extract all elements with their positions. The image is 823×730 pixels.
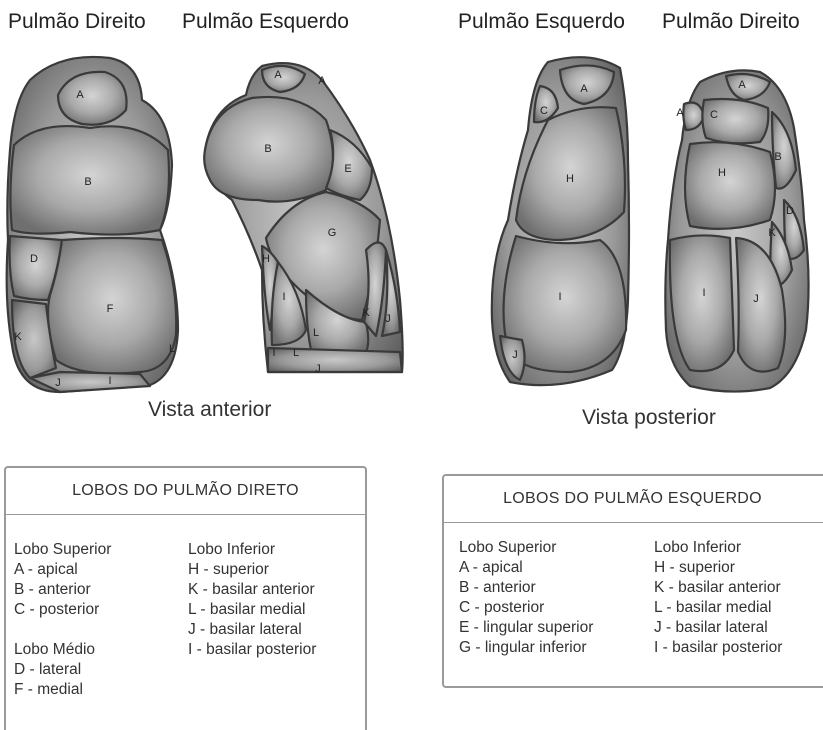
title-left-lung-anterior: Pulmão Esquerdo xyxy=(182,10,349,33)
legend-item: H - superior xyxy=(188,561,269,578)
segment-label-ant-left: A xyxy=(274,69,282,81)
segment-label-post-right: A xyxy=(738,79,746,91)
anterior-right-lung xyxy=(5,55,180,394)
legend-item: F - medial xyxy=(14,681,83,698)
title-right-lung-posterior: Pulmão Direito xyxy=(662,10,800,33)
segment-label-ant-left: B xyxy=(264,143,271,155)
segment-label-post-left: H xyxy=(566,173,574,185)
segment-label-ant-right: D xyxy=(30,253,38,265)
segment-label-ant-right: L xyxy=(169,343,175,355)
legend-item: J - basilar lateral xyxy=(188,621,302,638)
segment-label-ant-left: K xyxy=(362,307,370,319)
segment-label-post-right: J xyxy=(753,293,759,305)
right-lung-lower-lobe: Lobo Inferior H - superior K - basilar a… xyxy=(188,540,316,660)
segment-label-post-right: B xyxy=(774,151,781,163)
segment-label-post-right: I xyxy=(702,287,705,299)
segment-label-ant-left: J xyxy=(315,363,321,375)
legend-heading: Lobo Médio xyxy=(14,641,96,658)
title-right-lung-anterior: Pulmão Direito xyxy=(8,10,146,33)
legend-item: H - superior xyxy=(654,559,735,576)
segment-label-ant-left: E xyxy=(344,163,351,175)
segment-label-post-right: D xyxy=(786,205,794,217)
legend-item: A - apical xyxy=(459,559,523,576)
legend-item: C - posterior xyxy=(459,599,545,616)
segment-label-ant-left: L xyxy=(293,347,299,359)
legend-heading: Lobo Superior xyxy=(14,541,112,558)
legend-item: D - lateral xyxy=(14,661,82,678)
legend-item: L - basilar medial xyxy=(654,599,772,616)
left-lung-lower-lobe: Lobo Inferior H - superior K - basilar a… xyxy=(654,538,782,658)
legend-heading: Lobo Inferior xyxy=(654,539,742,556)
segment-label-ant-left: A xyxy=(318,75,326,87)
legend-item: E - lingular superior xyxy=(459,619,594,636)
segment-label-post-left: I xyxy=(558,291,561,303)
legend-item: B - anterior xyxy=(14,581,91,598)
segment-label-ant-right: A xyxy=(76,89,84,101)
right-lung-legend-header: LOBOS DO PULMÃO DIRETO xyxy=(6,468,365,515)
anterior-left-lung xyxy=(203,62,404,374)
posterior-left-lung xyxy=(490,56,631,387)
caption-anterior-view: Vista anterior xyxy=(148,398,272,421)
title-left-lung-posterior: Pulmão Esquerdo xyxy=(458,10,625,33)
right-lung-upper-middle-lobes: Lobo Superior A - apical B - anterior C … xyxy=(14,540,111,700)
segment-label-post-right: H xyxy=(718,167,726,179)
segment-label-ant-right: K xyxy=(14,331,22,343)
legend-item: I - basilar posterior xyxy=(188,641,317,658)
legend-item: I - basilar posterior xyxy=(654,639,783,656)
segment-label-ant-left: I xyxy=(272,347,275,359)
segment-label-ant-right: B xyxy=(84,176,91,188)
legend-heading: Lobo Inferior xyxy=(188,541,276,558)
legend-item: L - basilar medial xyxy=(188,601,306,618)
legend-item: G - lingular inferior xyxy=(459,639,587,656)
legend-item: K - basilar anterior xyxy=(654,579,781,596)
legend-item: C - posterior xyxy=(14,601,100,618)
segment-label-post-right: C xyxy=(710,109,718,121)
segment-label-ant-left: I xyxy=(282,291,285,303)
legend-heading: Lobo Superior xyxy=(459,539,557,556)
segment-label-post-left: A xyxy=(580,83,588,95)
segment-label-ant-left: J xyxy=(385,313,391,325)
segment-label-ant-left: L xyxy=(313,327,319,339)
segment-label-ant-right: F xyxy=(107,303,114,315)
left-lung-legend: LOBOS DO PULMÃO ESQUERDO Lobo Superior A… xyxy=(442,474,823,688)
segment-label-ant-right: J xyxy=(55,377,61,389)
segment-label-post-right: A xyxy=(676,107,684,119)
left-lung-legend-header: LOBOS DO PULMÃO ESQUERDO xyxy=(444,476,823,523)
legend-item: B - anterior xyxy=(459,579,536,596)
segment-label-ant-left: H xyxy=(262,253,270,265)
segment-label-post-left: J xyxy=(512,349,518,361)
left-lung-upper-lobe: Lobo Superior A - apical B - anterior C … xyxy=(459,538,593,658)
segment-label-post-right: K xyxy=(768,227,776,239)
segment-label-ant-left: G xyxy=(328,227,337,239)
posterior-right-lung xyxy=(664,69,810,393)
segment-label-ant-right: I xyxy=(108,375,111,387)
right-lung-legend: LOBOS DO PULMÃO DIRETO Lobo Superior A -… xyxy=(4,466,367,730)
legend-item: A - apical xyxy=(14,561,78,578)
legend-item: K - basilar anterior xyxy=(188,581,315,598)
segment-label-post-left: C xyxy=(540,105,548,117)
caption-posterior-view: Vista posterior xyxy=(582,406,716,429)
legend-item: J - basilar lateral xyxy=(654,619,768,636)
